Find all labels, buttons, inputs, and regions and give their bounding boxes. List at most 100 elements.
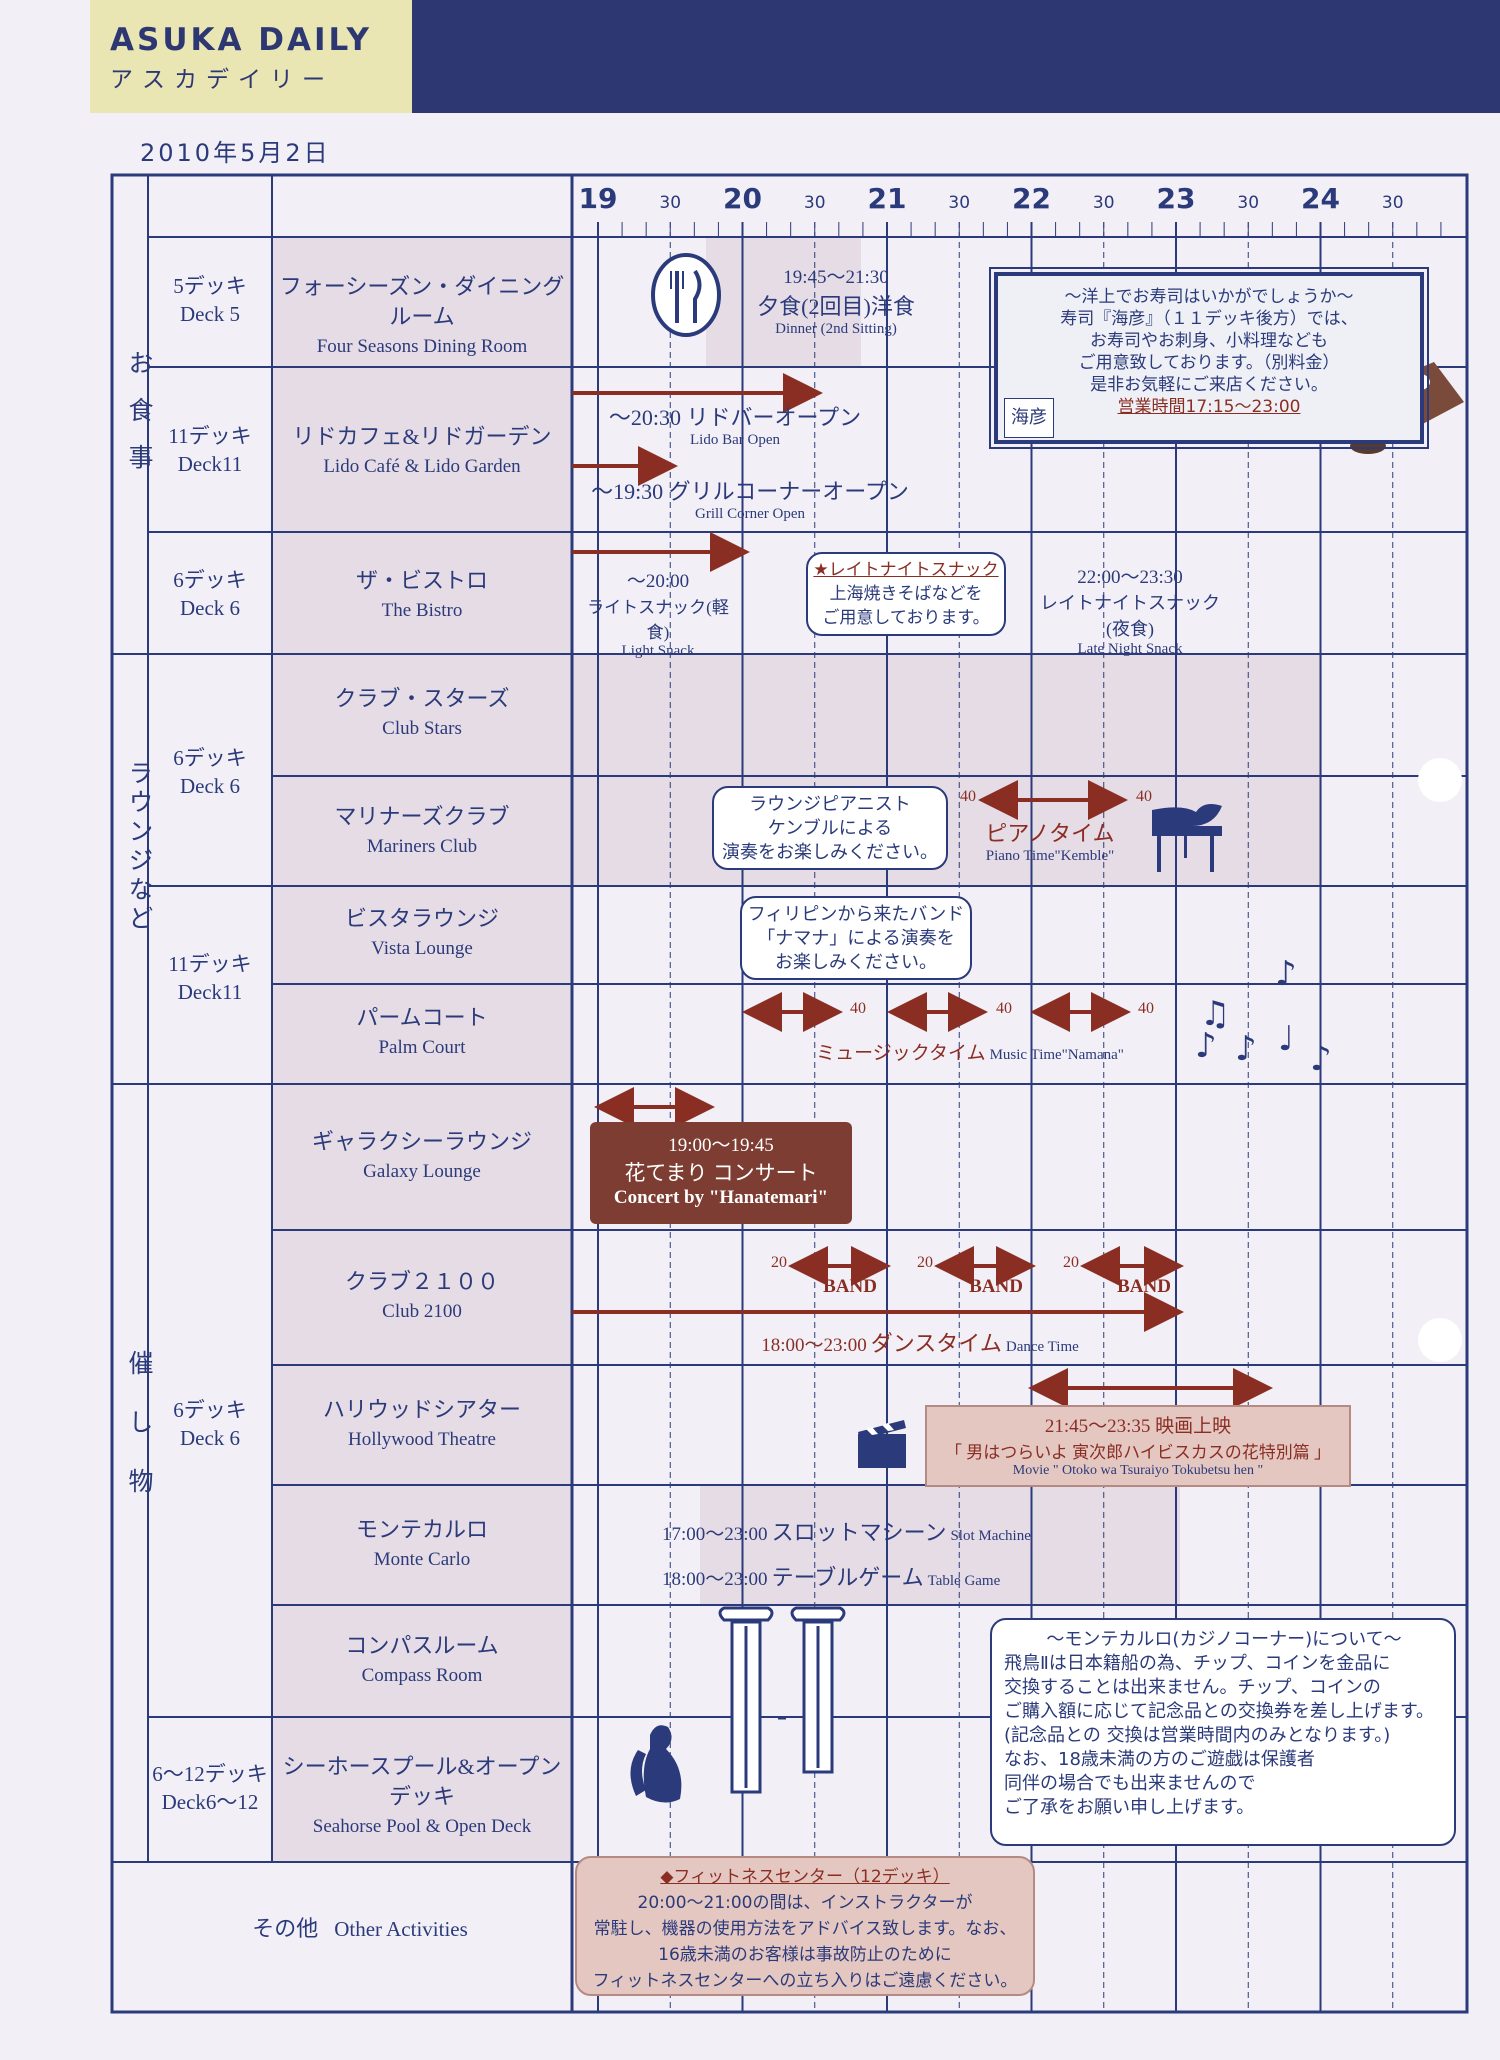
hour-label: 23: [1157, 182, 1196, 215]
venue-en: Lido Café & Lido Garden: [323, 456, 521, 477]
casino-note-line: (記念品との 交換は営業時間内のみとなります。): [1004, 1725, 1391, 1746]
bubble-line: お楽しみください。: [775, 952, 937, 973]
venue-compass-room: コンパスルーム Compass Room: [272, 1631, 572, 1691]
svg-text:♪: ♪: [1195, 1026, 1217, 1066]
event-title: ～20:30 リドバーオープン: [608, 405, 862, 430]
header-banner-right: [412, 0, 1500, 113]
bubble-line: 「ナマナ」による演奏を: [757, 928, 955, 949]
casino-note-title: ～モンテカルロ(カジノコーナー)について～: [1046, 1629, 1402, 1650]
deck-jp: 6デッキ: [173, 746, 247, 770]
event-title: 花てまり コンサート: [624, 1161, 818, 1185]
fitness-line: 16歳未満のお客様は事故防止のために: [658, 1945, 952, 1965]
event-en: Light Snack: [621, 643, 695, 659]
band-label-1: BAND: [823, 1276, 877, 1297]
deck-en: Deck 6: [179, 774, 241, 798]
hour-label: 20: [723, 182, 762, 215]
bubble-line: ラウンジピアニスト: [749, 794, 911, 815]
venue-jp: コンパスルーム: [345, 1633, 499, 1658]
sushi-line: 是非お気軽にご来店ください。: [1090, 375, 1328, 395]
fitness-line: 常駐し、機器の使用方法をアドバイス致します。なお、: [593, 1919, 1017, 1939]
fitness-line: フィットネスセンターへの立ち入りはご遠慮ください。: [592, 1971, 1018, 1991]
event-time: 17:00～23:00: [662, 1524, 768, 1545]
deck-en: Deck 5: [179, 302, 241, 326]
venue-en: Other Activities: [334, 1917, 468, 1941]
event-en: Movie " Otoko wa Tsuraiyo Tokubetsu hen …: [1012, 1463, 1264, 1478]
sushi-hours: 営業時間17:15～23:00: [1117, 397, 1301, 417]
category-dining: お食事: [115, 350, 154, 507]
half-hour-label: 30: [948, 193, 970, 213]
event-concert: 19:00～19:45 花てまり コンサート Concert by "Hanat…: [590, 1122, 852, 1224]
event-grill: ～19:30 グリルコーナーオープン Grill Corner Open: [585, 474, 915, 523]
newsletter-title: ASUKA DAILY: [110, 22, 372, 58]
category-events-label: 催し物: [125, 1350, 154, 1527]
event-time: 21:45～23:35 映画上映: [1044, 1416, 1232, 1437]
venue-jp: クラブ・スターズ: [334, 686, 510, 711]
sushi-logo-text: 海彦: [1011, 407, 1047, 428]
deck-en: Deck11: [177, 452, 243, 476]
venue-jp: ギャラクシーラウンジ: [311, 1129, 532, 1154]
event-title: スロットマシーン: [771, 1520, 947, 1545]
event-light-snack: ～20:00 ライトスナック(軽食) Light Snack: [578, 566, 738, 660]
sushi-promo-box: ～洋上でお寿司はいかがでしょうか～ 寿司『海彦』（１１デッキ後方）では、 お寿司…: [989, 267, 1429, 449]
half-hour-label: 30: [1093, 193, 1115, 213]
venue-club-stars: クラブ・スターズ Club Stars: [272, 684, 572, 744]
sushi-line: ～洋上でお寿司はいかがでしょうか～: [1064, 287, 1354, 307]
issue-date: 2010年5月2日: [140, 139, 331, 167]
venue-en: The Bistro: [381, 600, 463, 621]
venue-jp: モンテカルロ: [355, 1517, 488, 1542]
band-label-3: BAND: [1117, 1276, 1171, 1297]
deck-jp: 11デッキ: [168, 952, 252, 976]
deck-jp: 6～12デッキ: [152, 1762, 268, 1786]
venue-en: Mariners Club: [366, 836, 478, 857]
venue-en: Four Seasons Dining Room: [316, 336, 528, 357]
fitness-line: 20:00～21:00の間は、インストラクターが: [637, 1893, 973, 1913]
deck-jp: 11デッキ: [168, 424, 252, 448]
fitness-center-box: ◆フィットネスセンター（12デッキ） 20:00～21:00の間は、インストラク…: [575, 1856, 1035, 1996]
venue-en: Vista Lounge: [371, 938, 473, 959]
late-night-snack-bubble: ★レイトナイトスナック 上海焼きそばなどを ご用意しております。: [806, 552, 1006, 636]
venue-jp: クラブ２１００: [344, 1269, 499, 1294]
deck-en: Deck11: [177, 980, 243, 1004]
svg-text:♪: ♪: [1310, 1039, 1332, 1079]
deck-11-dining: 11デッキ Deck11: [148, 422, 272, 478]
casino-note-line: ご了承をお願い申し上げます。: [1004, 1797, 1255, 1818]
category-lounge-label: ラウンジなど: [125, 760, 154, 934]
casino-note-line: ご購入額に応じて記念品との交換券を差し上げます。: [1004, 1701, 1435, 1722]
binder-hole-top: [1418, 758, 1462, 802]
deck-jp: 6デッキ: [173, 1398, 247, 1422]
event-title: レイトナイトスナック(夜食): [1040, 593, 1220, 639]
event-lido-bar: ～20:30 リドバーオープン Lido Bar Open: [585, 400, 885, 449]
statue-icon: [630, 1725, 682, 1803]
venue-en: Club Stars: [382, 718, 462, 739]
venue-en: Club 2100: [382, 1301, 462, 1322]
category-events: 催し物: [115, 1350, 154, 1543]
sushi-line: お寿司やお刺身、小料理なども: [1090, 331, 1328, 351]
event-en: Table Game: [927, 1573, 1001, 1589]
event-en: Music Time"Namana": [989, 1047, 1124, 1063]
venue-jp: シーホースプール&オープンデッキ: [282, 1754, 562, 1809]
event-en: Piano Time"Kemble": [985, 848, 1115, 864]
event-time: 19:45～21:30: [783, 267, 889, 288]
venue-en: Compass Room: [361, 1665, 483, 1686]
svg-text:♪: ♪: [1275, 954, 1297, 994]
fork-knife-icon: [651, 253, 721, 337]
event-dance-time: 18:00～23:00 ダンスタイム Dance Time: [720, 1326, 1120, 1358]
event-dinner: 19:45～21:30 夕食(2回目)洋食 Dinner (2nd Sittin…: [706, 262, 966, 338]
event-en: Grill Corner Open: [695, 506, 805, 522]
header-banner-left: [90, 0, 412, 113]
event-music-time: ミュージックタイム Music Time"Namana": [770, 1038, 1170, 1065]
deck-6-lounge: 6デッキ Deck 6: [148, 744, 272, 800]
event-title: ピアノタイム: [985, 821, 1115, 846]
event-en: Lido Bar Open: [690, 432, 780, 448]
event-title: 「 男はつらいよ 寅次郎ハイビスカスの花特別篇 」: [944, 1443, 1332, 1462]
half-hour-label: 30: [1237, 193, 1259, 213]
deck-11-lounge: 11デッキ Deck11: [148, 950, 272, 1006]
